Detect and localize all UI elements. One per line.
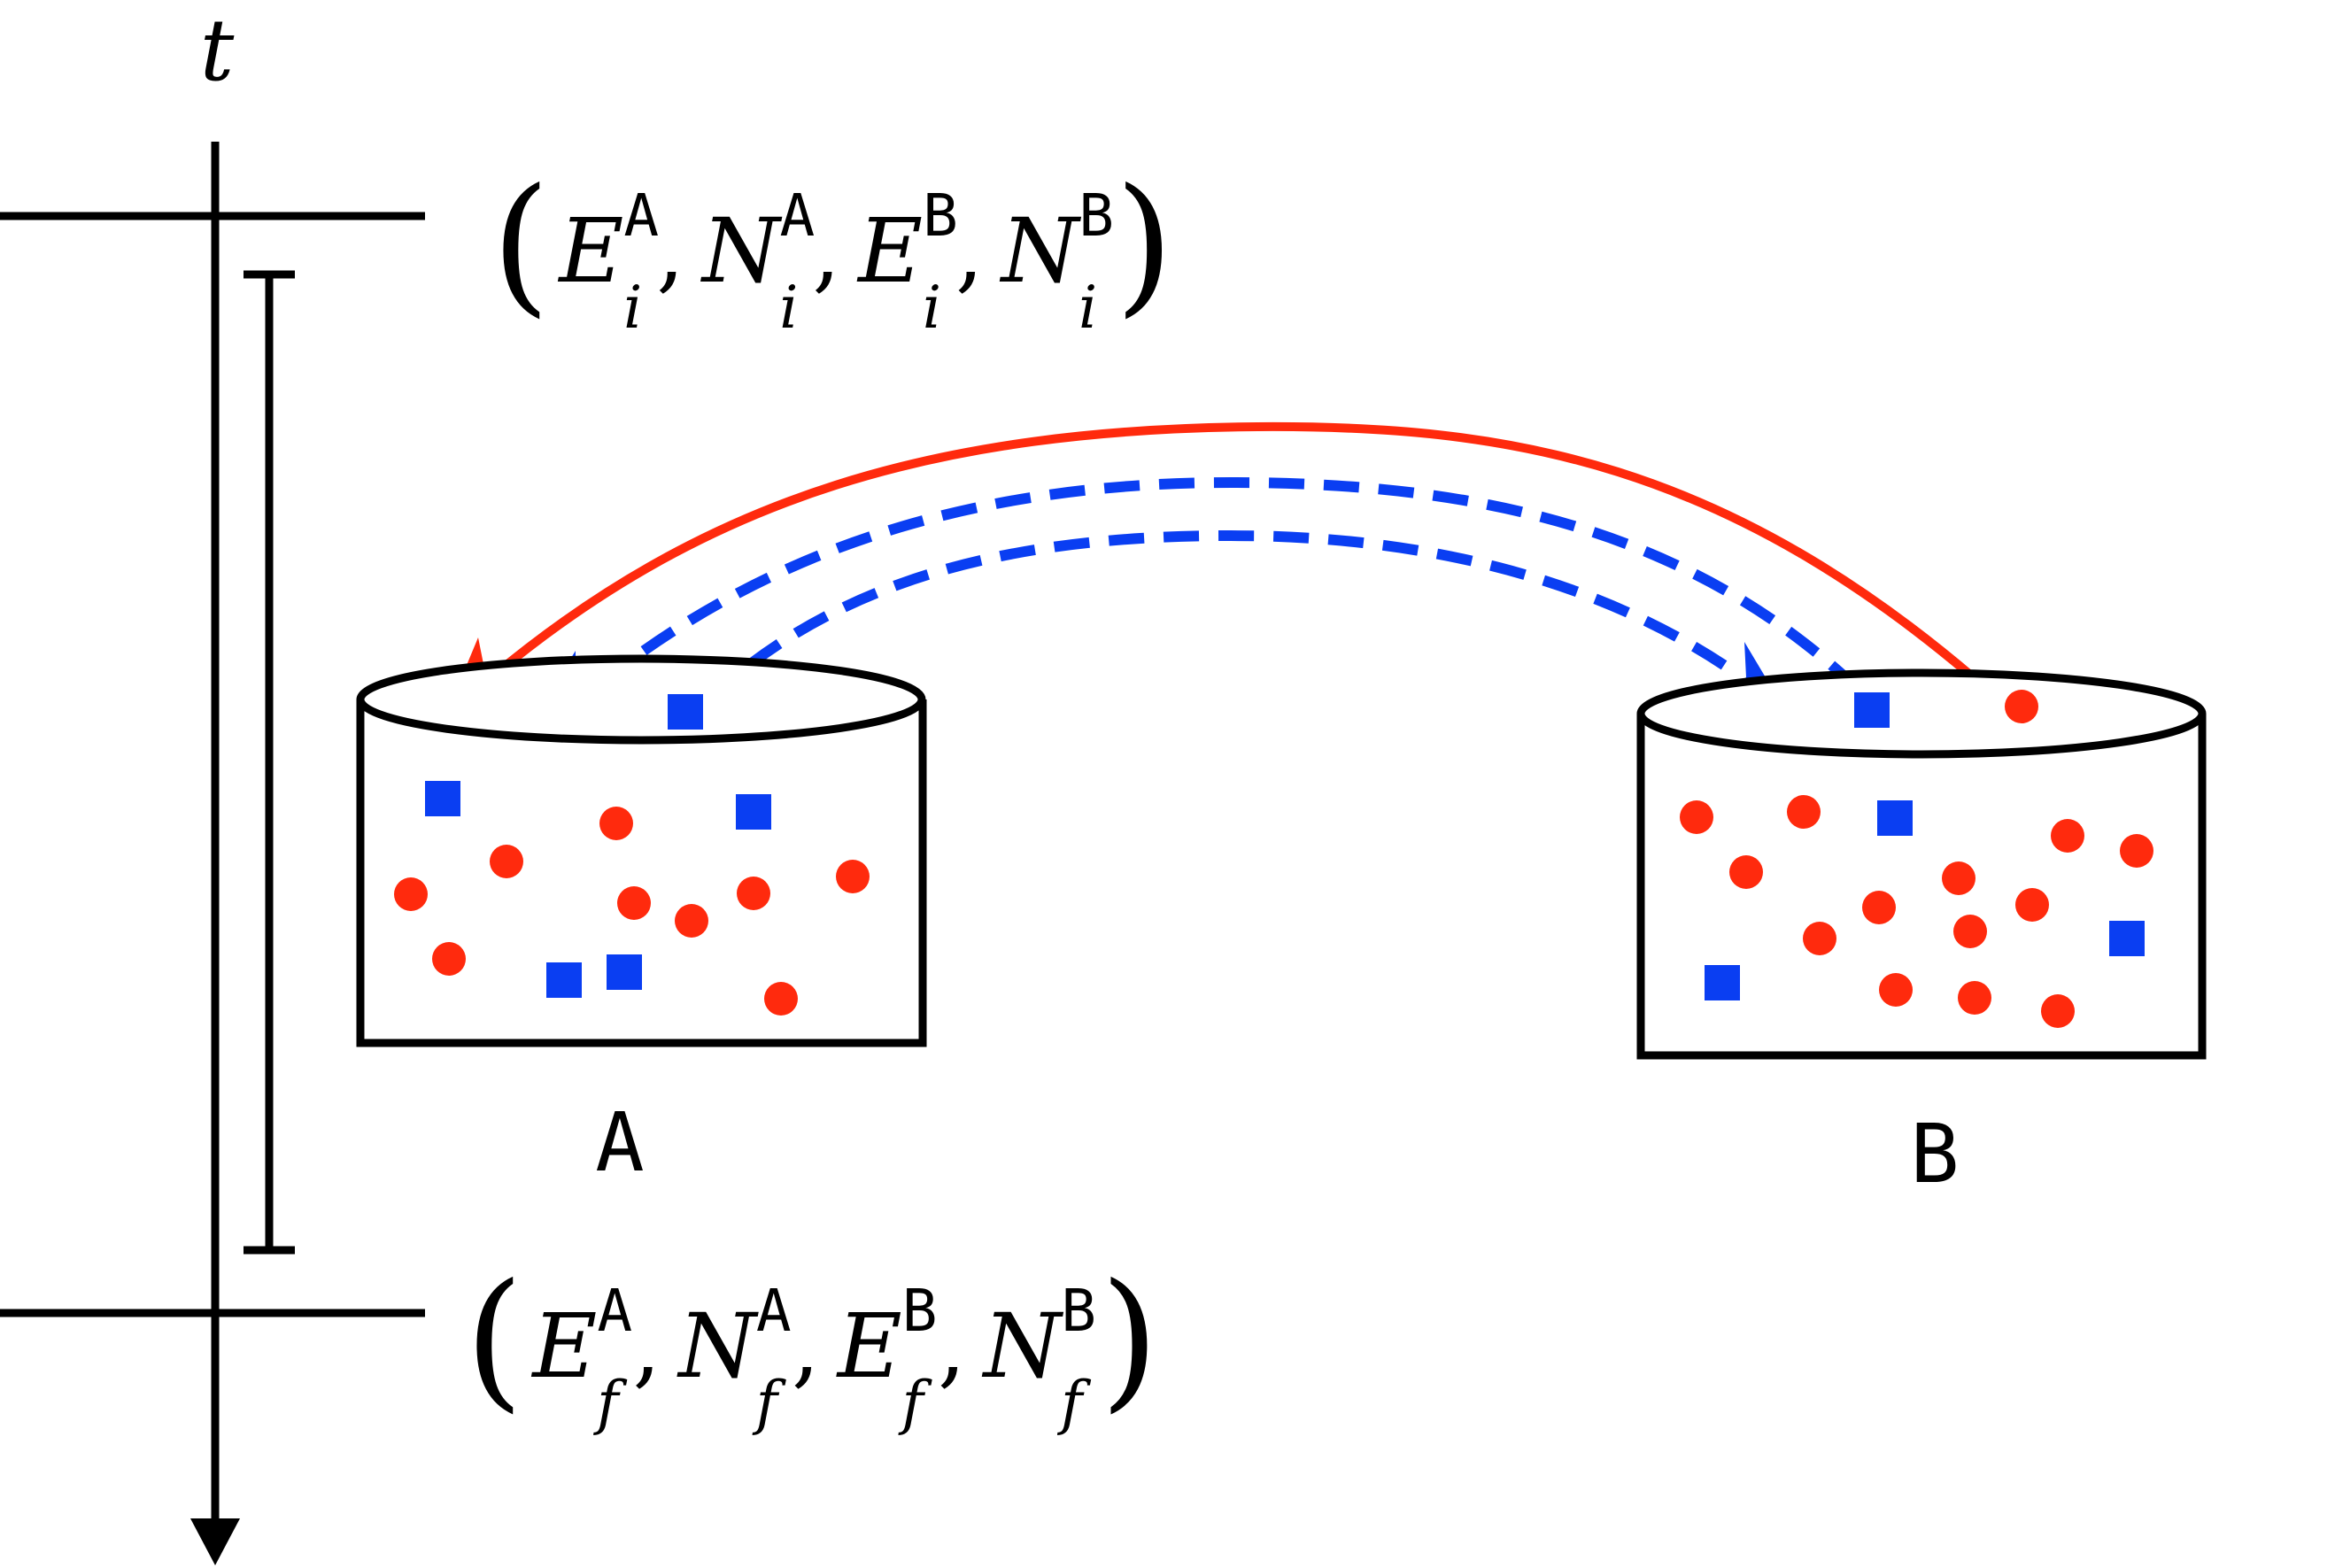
reservoir-A-label: A (595, 1095, 644, 1190)
reservoir-B-particles (1680, 690, 2153, 1028)
time-axis-label: t (200, 1, 235, 100)
blue-particle-transfer-arrow-to-A (599, 476, 1862, 693)
red-energy-transfer-arrow (488, 421, 1994, 696)
reservoir-A-particles (394, 694, 870, 1016)
initial-open-paren: ( (491, 157, 550, 332)
reservoir-A: A (356, 654, 927, 1190)
reservoir-B-rim (1636, 668, 2207, 759)
interval-bracket (244, 270, 295, 1255)
time-axis-arrowhead-icon (190, 1518, 240, 1565)
final-open-paren: ( (465, 1252, 523, 1427)
reservoir-B: B (1636, 668, 2207, 1201)
reservoir-A-body (356, 699, 927, 1047)
blue-particle-transfer-arrow-to-B (704, 529, 1739, 704)
reservoir-B-label: B (1910, 1107, 1959, 1201)
reservoir-B-body (1636, 714, 2207, 1060)
time-axis: t (190, 1, 240, 1565)
reservoir-A-rim (356, 654, 926, 745)
